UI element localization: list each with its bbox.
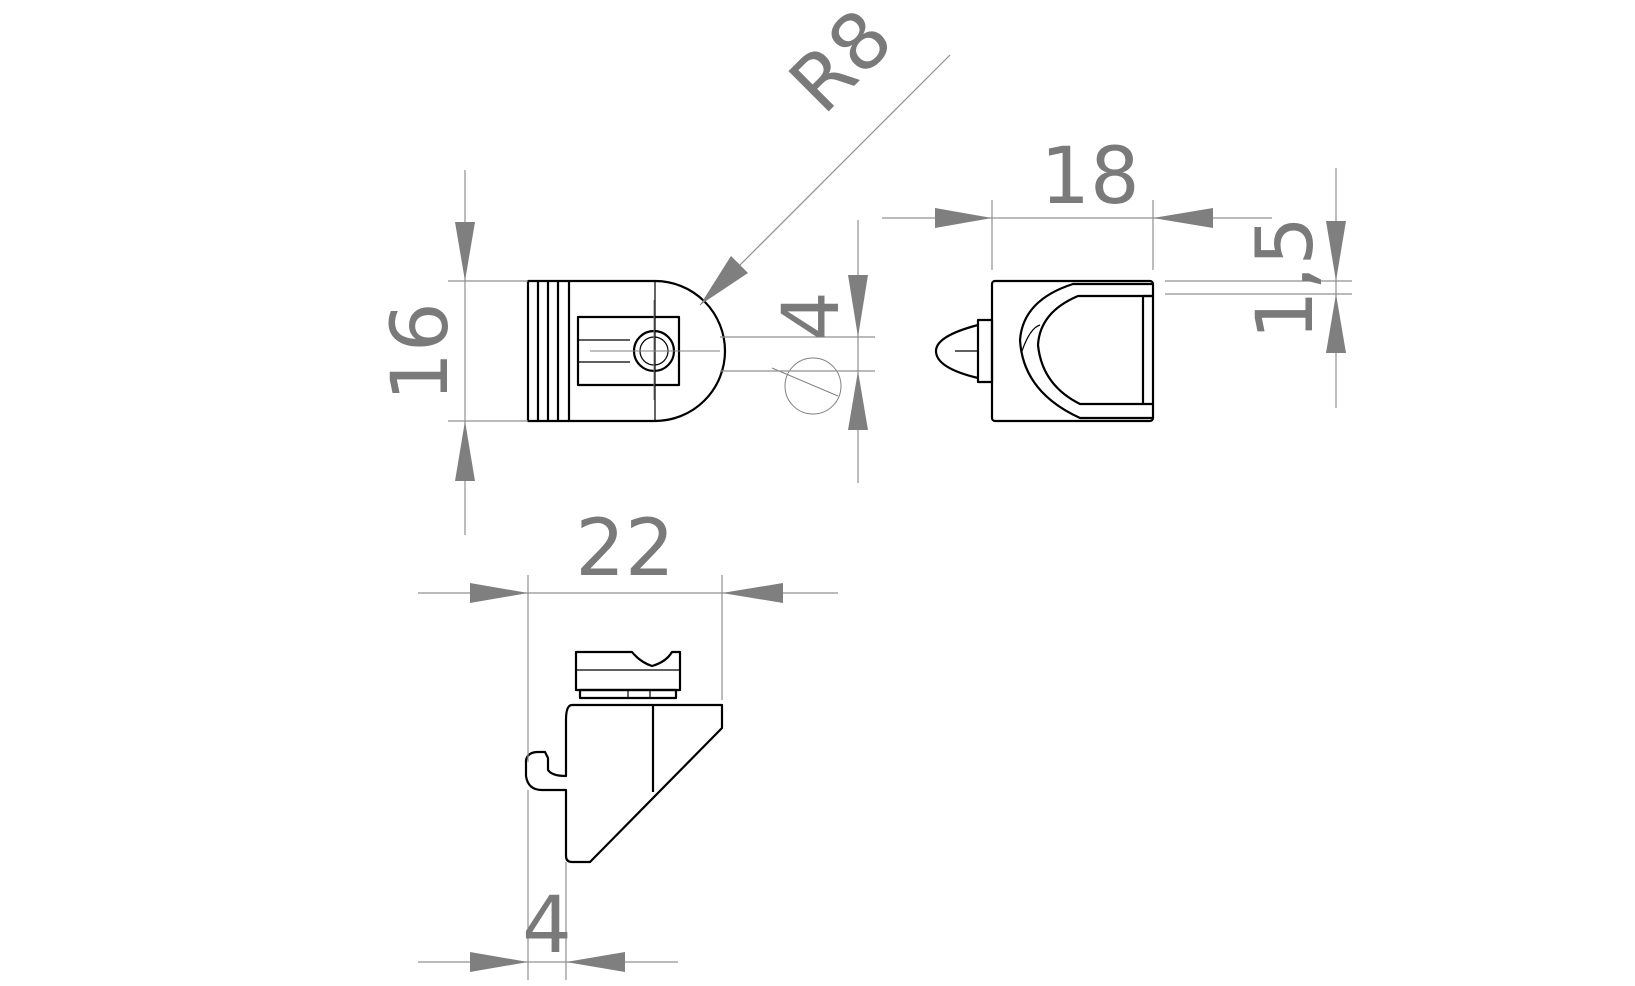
dim-16-label: 16 bbox=[376, 302, 466, 401]
dim-hole-4: 4 bbox=[720, 220, 875, 483]
dim-18: 18 bbox=[882, 132, 1272, 270]
dim-r8: R8 bbox=[699, 0, 951, 306]
dim-hook-4: 4 bbox=[418, 790, 678, 980]
dim-16: 16 bbox=[376, 170, 528, 535]
dim-r8-label: R8 bbox=[773, 0, 910, 130]
dim-1-5-label: 1,5 bbox=[1241, 216, 1331, 340]
dim-hook-4-label: 4 bbox=[522, 881, 572, 971]
dim-hole-4-label: 4 bbox=[767, 291, 857, 341]
bottom-view bbox=[524, 650, 724, 864]
side-view bbox=[934, 279, 1155, 423]
dim-22-label: 22 bbox=[575, 504, 674, 594]
front-view bbox=[526, 279, 842, 423]
dim-1-5: 1,5 bbox=[1165, 168, 1352, 408]
dim-18-label: 18 bbox=[1040, 132, 1139, 222]
dim-22: 22 bbox=[418, 504, 838, 762]
